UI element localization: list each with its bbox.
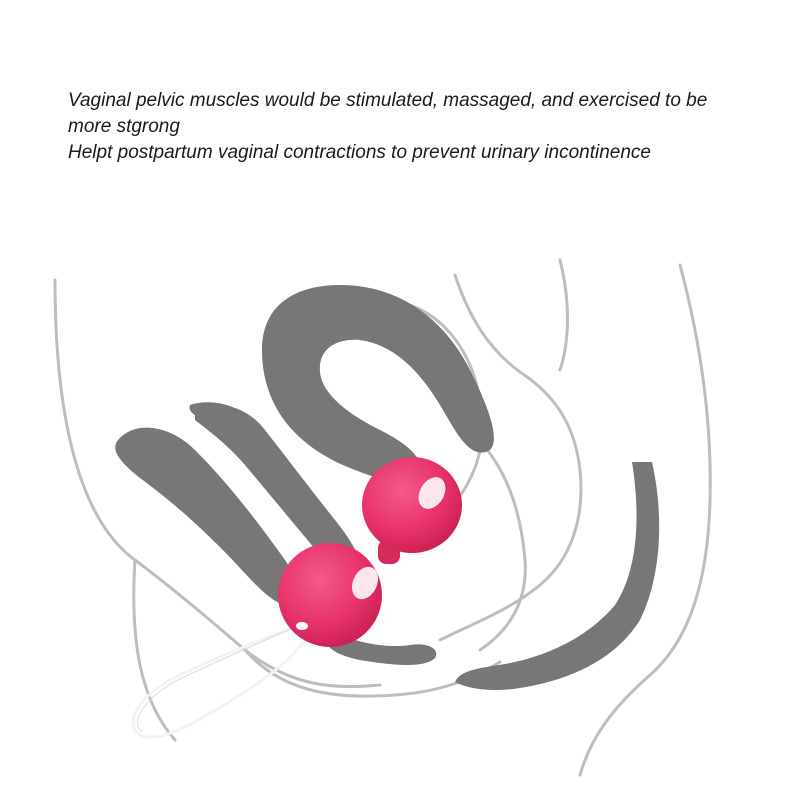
body-outline bbox=[53, 258, 712, 777]
lower-ball bbox=[278, 543, 382, 647]
description-text: Vaginal pelvic muscles would be stimulat… bbox=[68, 88, 748, 166]
upper-ball-highlight bbox=[418, 477, 446, 509]
kegel-balls-illustration bbox=[131, 457, 462, 739]
retrieval-string bbox=[131, 623, 307, 739]
description-line-1: Vaginal pelvic muscles would be stimulat… bbox=[68, 90, 708, 137]
organs bbox=[115, 285, 660, 690]
description-line-2: Helpt postpartum vaginal contractions to… bbox=[68, 142, 651, 163]
upper-ball bbox=[362, 457, 462, 553]
lower-ball-highlight bbox=[351, 566, 379, 600]
